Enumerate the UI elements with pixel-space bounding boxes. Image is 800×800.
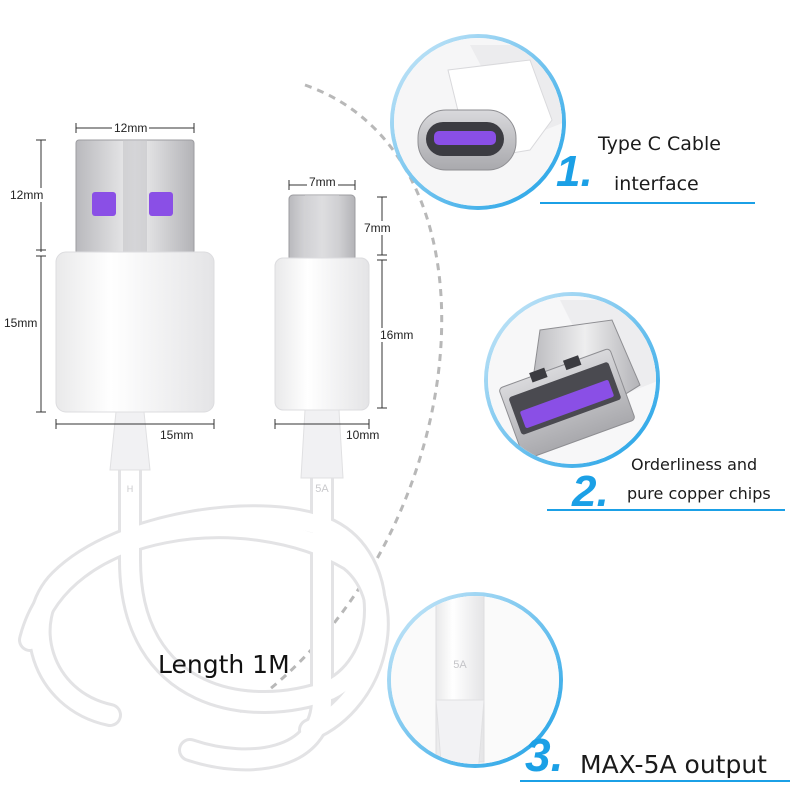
length-label: Length 1M [158,650,290,679]
dim-type-c-width: 7mm [307,175,338,189]
dim-usb-a-body-height: 15mm [4,316,38,330]
feature-1-number: 1. [556,147,593,196]
usb-a-connector [55,139,215,471]
zoom-circle-cable: 5A [387,592,563,768]
zoom-circle-type-c [390,34,566,210]
usb-a-cable-mark: H [127,484,134,494]
dim-type-c-body-width: 10mm [346,428,380,442]
feature-2-line-2: pure copper chips [627,484,771,503]
zoom-circle-usb-a [484,292,660,468]
dim-usb-a-body-width: 15mm [160,428,194,442]
dimension-lines [36,123,387,429]
dim-type-c-body-height: 16mm [380,328,414,342]
usb-a-contact-left [92,192,116,216]
dashed-arc [234,83,444,717]
zoom-cable-mark: 5A [453,659,467,671]
feature-3-underline [520,780,790,782]
dim-usb-a-plug-height: 12mm [10,188,44,202]
dim-usb-a-width: 12mm [112,121,150,135]
feature-2-number: 2. [572,467,609,516]
feature-3-number: 3. [525,729,564,781]
feature-3-line-1: MAX-5A output [580,750,767,779]
feature-1-line-2: interface [614,173,699,195]
type-c-body [274,257,370,411]
usb-a-contact-right [149,192,173,216]
dim-type-c-plug-height: 7mm [364,221,391,235]
usb-a-body [55,251,215,413]
feature-1-line-1: Type C Cable [598,133,721,155]
coiled-cable [18,418,390,772]
type-c-cable-mark: 5A [315,483,329,495]
feature-1-underline [540,202,755,204]
feature-2-underline [547,509,785,511]
type-c-connector [274,194,370,479]
feature-2-line-1: Orderliness and [631,455,758,474]
